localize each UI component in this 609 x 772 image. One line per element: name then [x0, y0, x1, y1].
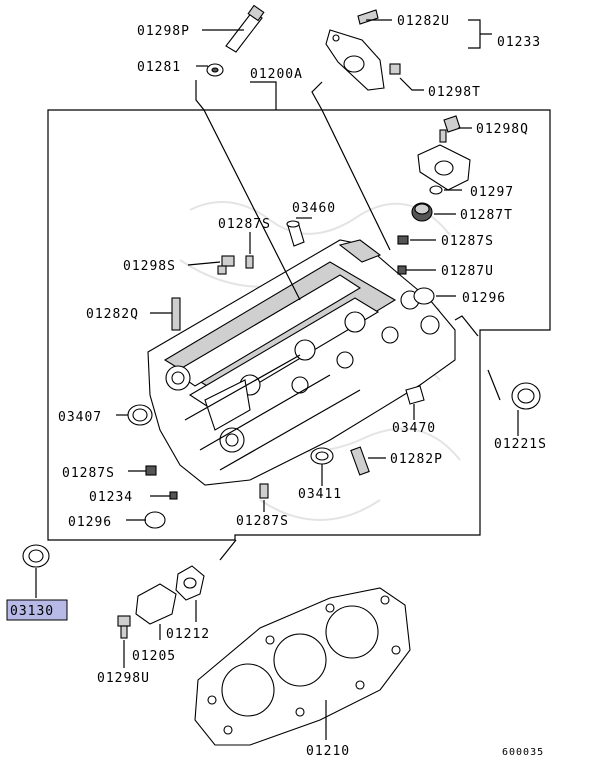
label-01287U[interactable]: 01287U	[441, 264, 494, 279]
label-03470[interactable]: 03470	[392, 421, 436, 436]
seal-01287T	[411, 202, 433, 222]
label-01296-b[interactable]: 01296	[68, 515, 112, 530]
label-01281[interactable]: 01281	[137, 60, 181, 75]
plug-01297	[429, 185, 443, 195]
label-01234[interactable]: 01234	[89, 490, 133, 505]
label-01298U[interactable]: 01298U	[97, 671, 150, 686]
diagram-id: 600035	[502, 747, 544, 758]
label-01233[interactable]: 01233	[497, 35, 541, 50]
label-01287S-a[interactable]: 01287S	[218, 217, 271, 232]
plug-01287S-d	[259, 483, 269, 499]
label-03407[interactable]: 03407	[58, 410, 102, 425]
seal-03411	[310, 447, 334, 465]
label-01210[interactable]: 01210	[306, 744, 350, 759]
cap-bracket	[417, 144, 471, 191]
label-01298T[interactable]: 01298T	[428, 85, 481, 100]
label-01297[interactable]: 01297	[470, 185, 514, 200]
cover-01205	[135, 583, 177, 625]
label-03460[interactable]: 03460	[292, 201, 336, 216]
label-01205[interactable]: 01205	[132, 649, 176, 664]
plug-01296-a	[413, 287, 435, 305]
plug-01287S-b	[397, 235, 409, 245]
part-labels: 01298P 01281 01282U 01233 01298T 01200A …	[6, 14, 547, 759]
head-gasket-01210	[194, 587, 411, 746]
plug-01287S-c	[145, 465, 157, 476]
plug-01296-b	[144, 511, 166, 529]
highlight-03130	[6, 599, 68, 621]
label-03130[interactable]: 03130	[10, 604, 54, 619]
label-01298S[interactable]: 01298S	[123, 259, 176, 274]
label-01282P[interactable]: 01282P	[390, 452, 443, 467]
seal-03130	[22, 544, 50, 568]
cylinder-head	[147, 239, 456, 486]
label-01200A[interactable]: 01200A	[250, 67, 303, 82]
washer-01281	[206, 63, 224, 77]
label-01221S[interactable]: 01221S	[494, 437, 547, 452]
label-01287S-b[interactable]: 01287S	[441, 234, 494, 249]
assembly-frame	[47, 109, 551, 541]
label-01212[interactable]: 01212	[166, 627, 210, 642]
label-03411[interactable]: 03411	[298, 487, 342, 502]
label-01282U[interactable]: 01282U	[397, 14, 450, 29]
bracket-01233	[325, 9, 401, 91]
bolt-01298S	[217, 255, 235, 275]
label-01296-a[interactable]: 01296	[462, 291, 506, 306]
bolt-01298Q	[439, 115, 461, 143]
sleeve-03470	[405, 385, 425, 405]
plug-01287U	[397, 265, 407, 275]
label-01282Q[interactable]: 01282Q	[86, 307, 139, 322]
bolt-01298P	[225, 4, 265, 53]
label-01298Q[interactable]: 01298Q	[476, 122, 529, 137]
stud-01282P	[350, 446, 370, 476]
sleeve-03460	[286, 220, 305, 247]
seal-01221S	[511, 382, 541, 410]
bolt-01298U	[117, 615, 131, 639]
label-01287S-c[interactable]: 01287S	[62, 466, 115, 481]
leader-lines	[35, 19, 519, 740]
stud-01282Q	[171, 297, 181, 331]
plug-01287S-a	[245, 255, 254, 269]
label-01287S-d[interactable]: 01287S	[236, 514, 289, 529]
label-01298P[interactable]: 01298P	[137, 24, 190, 39]
gasket-01212	[175, 565, 205, 601]
pin-01234	[169, 491, 178, 500]
seal-03407	[127, 404, 153, 426]
label-01287T[interactable]: 01287T	[460, 208, 513, 223]
